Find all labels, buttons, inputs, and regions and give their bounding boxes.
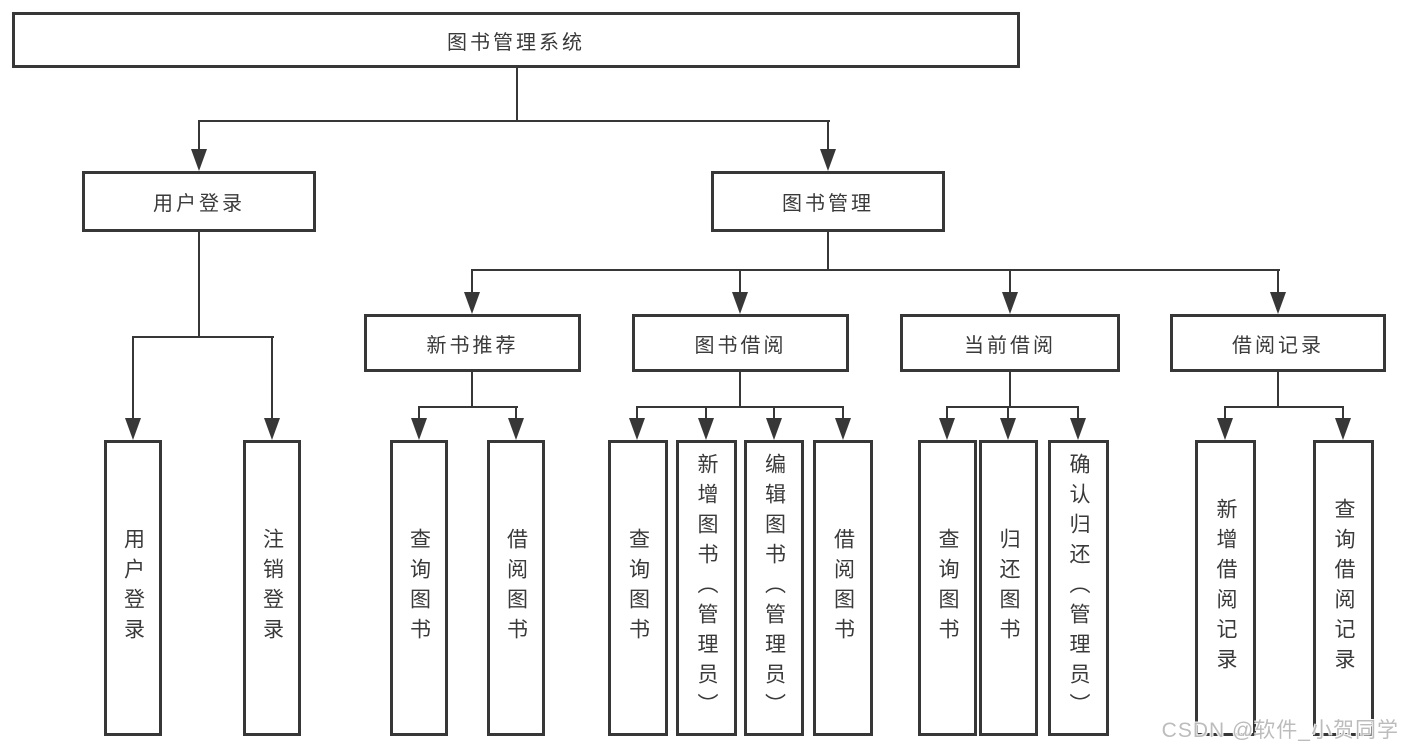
connector-line <box>946 406 948 420</box>
connector-arrowhead <box>629 418 645 440</box>
leaf-borrow-books: 借阅图书 <box>487 440 545 736</box>
node-label: 借阅记录 <box>1232 334 1324 357</box>
node-new-book-recommend: 新书推荐 <box>364 314 581 372</box>
node-label: 图书管理 <box>782 193 874 215</box>
node-label: 归还图书 <box>997 528 1020 648</box>
node-label: 用户登录 <box>153 193 245 215</box>
connector-line <box>1342 406 1344 420</box>
node-user-login: 用户登录 <box>82 171 316 232</box>
connector-line <box>827 232 829 271</box>
node-label: 查询图书 <box>626 528 650 648</box>
connector-line <box>636 406 844 408</box>
connector-line <box>1224 406 1226 420</box>
connector-arrowhead <box>939 418 955 440</box>
leaf-borrow-books: 借阅图书 <box>813 440 873 736</box>
connector-line <box>1077 406 1079 420</box>
node-label: 查询图书 <box>936 528 959 648</box>
leaf-query-books: 查询图书 <box>918 440 977 736</box>
connector-line <box>198 232 200 338</box>
node-borrowing-records: 借阅记录 <box>1170 314 1386 372</box>
node-label: 注销登录 <box>260 528 284 648</box>
connector-line <box>132 336 274 338</box>
connector-arrowhead <box>191 149 207 171</box>
leaf-query-books: 查询图书 <box>390 440 448 736</box>
node-library-system: 图书管理系统 <box>12 12 1020 68</box>
connector-arrowhead <box>698 418 714 440</box>
node-label: 图书管理系统 <box>447 31 585 54</box>
node-label: 借阅图书 <box>831 528 855 648</box>
connector-line <box>1009 269 1011 294</box>
connector-line <box>636 406 638 420</box>
node-book-management: 图书管理 <box>711 171 945 232</box>
node-book-borrowing: 图书借阅 <box>632 314 849 372</box>
connector-arrowhead <box>1270 292 1286 314</box>
node-label: 新书推荐 <box>426 334 519 357</box>
leaf-user-login: 用户登录 <box>104 440 162 736</box>
connector-arrowhead <box>1002 292 1018 314</box>
connector-line <box>705 406 707 420</box>
leaf-confirm-return-admin: 确认归还（管理员） <box>1048 440 1109 736</box>
connector-arrowhead <box>1000 418 1016 440</box>
node-label: 图书借阅 <box>694 334 787 357</box>
node-label: 用户登录 <box>121 528 145 648</box>
connector-line <box>418 406 420 420</box>
node-label: 编辑图书（管理员） <box>762 453 786 723</box>
connector-line <box>1224 406 1344 408</box>
connector-line <box>739 269 741 294</box>
connector-line <box>271 336 273 420</box>
connector-line <box>842 406 844 420</box>
connector-arrowhead <box>411 418 427 440</box>
connector-line <box>471 269 473 294</box>
leaf-logout: 注销登录 <box>243 440 301 736</box>
connector-line <box>827 120 829 151</box>
connector-line <box>1277 269 1279 294</box>
connector-line <box>198 120 200 151</box>
node-label: 查询借阅记录 <box>1332 498 1355 678</box>
connector-arrowhead <box>820 149 836 171</box>
connector-line <box>515 406 517 420</box>
connector-arrowhead <box>1217 418 1233 440</box>
connector-line <box>773 406 775 420</box>
connector-arrowhead <box>732 292 748 314</box>
connector-arrowhead <box>264 418 280 440</box>
node-label: 当前借阅 <box>964 334 1056 357</box>
connector-line <box>418 406 518 408</box>
connector-arrowhead <box>835 418 851 440</box>
node-label: 新增图书（管理员） <box>695 453 718 723</box>
connector-arrowhead <box>508 418 524 440</box>
leaf-query-books: 查询图书 <box>608 440 668 736</box>
node-label: 借阅图书 <box>504 528 528 648</box>
connector-arrowhead <box>125 418 141 440</box>
connector-line <box>1009 372 1011 408</box>
connector-line <box>1277 372 1279 408</box>
leaf-add-borrow-record: 新增借阅记录 <box>1195 440 1256 736</box>
connector-arrowhead <box>1335 418 1351 440</box>
leaf-add-books-admin: 新增图书（管理员） <box>676 440 737 736</box>
connector-arrowhead <box>464 292 480 314</box>
connector-line <box>471 372 473 408</box>
node-label: 确认归还（管理员） <box>1067 453 1090 723</box>
csdn-watermark: CSDN @软件_小贺同学 <box>1161 719 1399 742</box>
connector-line <box>198 120 830 122</box>
connector-line <box>946 406 1079 408</box>
connector-line <box>739 372 741 408</box>
connector-line <box>516 68 518 122</box>
leaf-query-borrow-record: 查询借阅记录 <box>1313 440 1374 736</box>
leaf-return-books: 归还图书 <box>979 440 1038 736</box>
node-current-borrowing: 当前借阅 <box>900 314 1120 372</box>
node-label: 查询图书 <box>407 528 431 648</box>
connector-line <box>1007 406 1009 420</box>
connector-line <box>471 269 1280 271</box>
leaf-edit-books-admin: 编辑图书（管理员） <box>744 440 804 736</box>
connector-line <box>132 336 134 420</box>
node-label: 新增借阅记录 <box>1214 498 1237 678</box>
connector-arrowhead <box>766 418 782 440</box>
connector-arrowhead <box>1070 418 1086 440</box>
